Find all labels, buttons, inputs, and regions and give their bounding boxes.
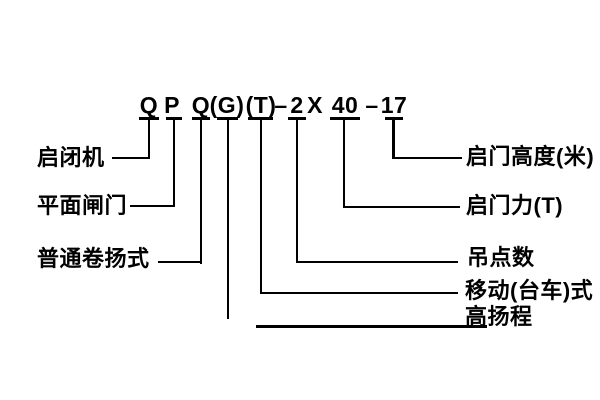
leader-vertical-g xyxy=(226,117,230,319)
code-dash-1: – xyxy=(274,92,288,118)
code-token-hoist-q: Q xyxy=(139,92,159,118)
label-lift-height: 启门高度(米) xyxy=(466,144,595,169)
leader-vertical-q2 xyxy=(199,117,203,264)
label-trolley-type: 移动(台车)式 xyxy=(465,278,594,303)
leader-horizontal-plane-gate xyxy=(130,204,175,207)
code-token-force-40: 40 xyxy=(331,92,359,118)
code-token-gate-p: P xyxy=(164,92,180,118)
leader-horizontal-hoist xyxy=(112,156,150,159)
code-token-points-2: 2 xyxy=(290,92,304,118)
label-winch-type: 普通卷扬式 xyxy=(37,246,150,271)
code-dash-2: – xyxy=(365,92,379,118)
code-token-height-17: 17 xyxy=(380,92,408,118)
code-token-highlift-g: (G) xyxy=(209,92,245,118)
code-token-winch-q: Q xyxy=(191,92,211,118)
leader-vertical-p xyxy=(172,117,176,207)
leader-vertical-2 xyxy=(295,117,299,263)
code-token-trolley-t: (T) xyxy=(245,92,277,118)
leader-horizontal-lift-points xyxy=(295,260,458,263)
label-lift-force: 启门力(T) xyxy=(466,193,564,218)
label-hoist: 启闭机 xyxy=(37,145,105,170)
leader-horizontal-lift-height xyxy=(392,156,463,159)
label-plane-gate: 平面闸门 xyxy=(37,193,128,218)
leader-vertical-t xyxy=(259,117,263,294)
leader-vertical-q1 xyxy=(147,117,151,159)
leader-vertical-17 xyxy=(392,117,395,159)
leader-vertical-40 xyxy=(342,117,346,208)
leader-horizontal-winch xyxy=(158,260,202,263)
leader-horizontal-lift-force xyxy=(342,205,460,208)
label-high-lift: 高扬程 xyxy=(465,304,533,329)
leader-horizontal-high-lift xyxy=(256,325,487,328)
label-lift-points: 吊点数 xyxy=(467,245,535,270)
leader-horizontal-trolley xyxy=(259,291,458,294)
code-multiply-x: X xyxy=(307,92,323,118)
